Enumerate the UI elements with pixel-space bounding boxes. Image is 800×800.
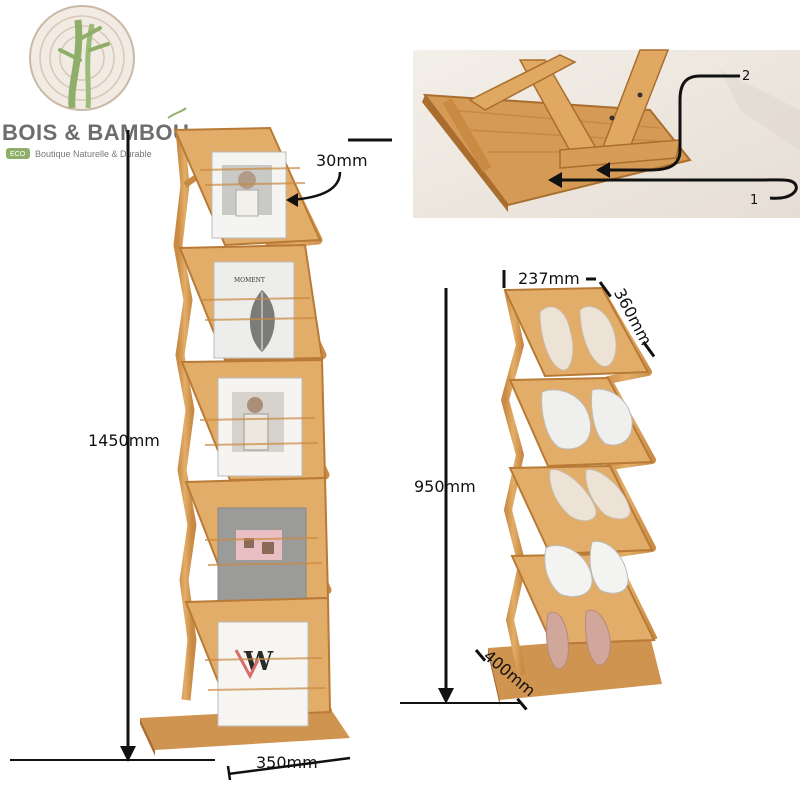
bamboo-stalk-icon (68, 19, 83, 109)
tall-height-dimension: 1450mm (10, 130, 215, 762)
callout-1-pointer (556, 178, 798, 200)
tall-rack-shelf-5: W (184, 596, 332, 727)
callout-2-pointer (602, 74, 740, 172)
logo-seal (29, 5, 135, 111)
shoe-shelf-2 (508, 376, 654, 468)
short-rack-left-leg (501, 289, 526, 676)
short-shoe-rack (488, 286, 662, 706)
short-width-label: 237mm (518, 269, 580, 288)
tall-rack-shelf-4 (184, 476, 330, 605)
tall-rack-left-leg (173, 129, 197, 701)
short-width-dimension: 237mm (502, 269, 596, 288)
slat-gap-dimension: 30mm (286, 138, 392, 207)
short-rack-base (488, 636, 662, 700)
short-height-label: 950mm (414, 477, 476, 496)
logo-tagline: Boutique Naturelle & Durable (35, 149, 152, 159)
book-2-title: MOMENT (234, 277, 265, 284)
slat-gap-label: 30mm (316, 151, 368, 170)
base-detail-photo: 2 1 (413, 49, 800, 218)
tall-rack-shelf-2: MOMENT (178, 243, 324, 362)
brand-logo: BOIS & BAMBOU ECO Boutique Naturelle & D… (2, 5, 189, 159)
callout-1-label: 1 (750, 193, 758, 208)
tall-magazine-rack: MOMENT W (140, 126, 350, 756)
eco-badge (6, 148, 30, 159)
tall-height-label: 1450mm (88, 431, 160, 450)
shoe-shelf-3 (508, 464, 654, 556)
tall-width-dimension: 350mm (226, 753, 351, 781)
short-height-dimension: 950mm (400, 288, 520, 704)
shoe-shelf-5 (545, 609, 611, 670)
eco-badge-text: ECO (10, 151, 26, 158)
logo-brand-text: BOIS & BAMBOU (2, 120, 189, 145)
callout-2-label: 2 (742, 69, 750, 84)
shoe-shelf-1 (503, 286, 650, 378)
tall-width-label: 350mm (256, 753, 318, 772)
book-cover-5 (217, 621, 309, 727)
tall-rack-shelf-1 (173, 126, 322, 247)
